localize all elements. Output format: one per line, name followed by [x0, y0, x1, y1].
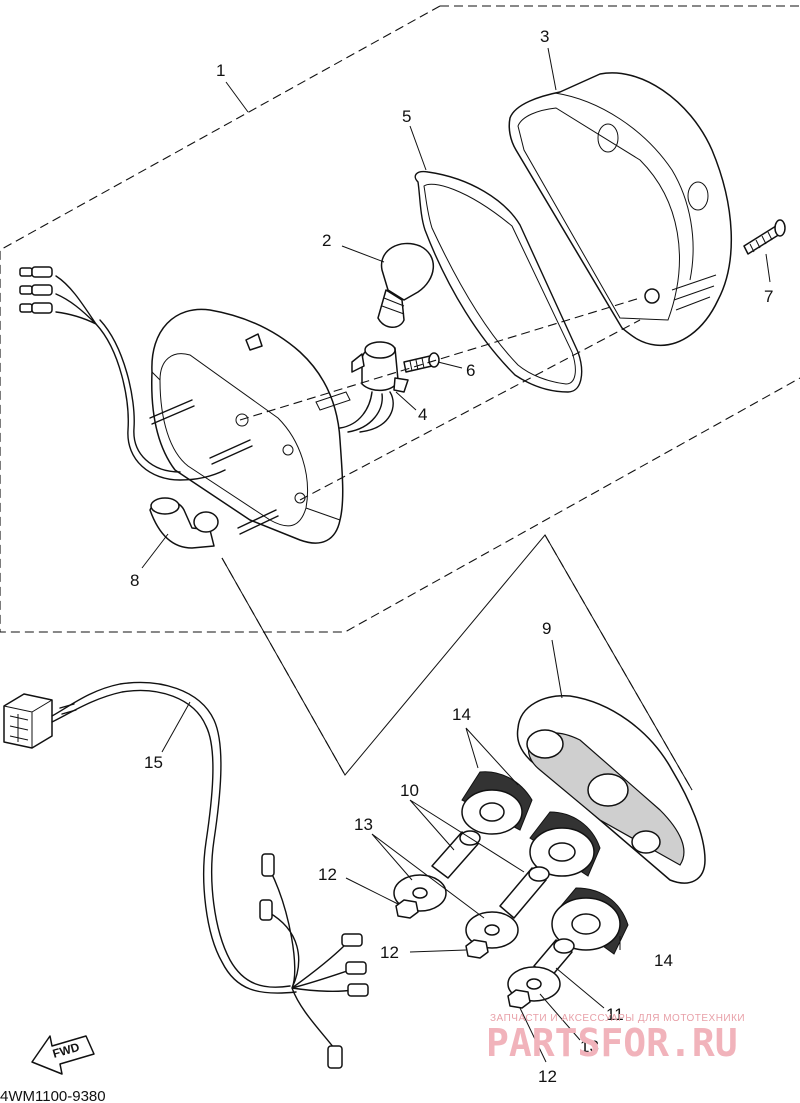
- label-13a: 13: [354, 815, 373, 834]
- base-plate-part-9: [516, 695, 706, 884]
- label-9: 9: [542, 619, 551, 638]
- label-3: 3: [540, 27, 549, 46]
- fwd-arrow-icon: FWD: [31, 1035, 95, 1075]
- label-13b: 13: [580, 1037, 599, 1056]
- label-1: 1: [216, 61, 225, 80]
- label-4: 4: [418, 405, 427, 424]
- cushion-part-14c: [551, 887, 629, 955]
- collar-part-10b: [499, 866, 550, 919]
- screw-part-7: [743, 219, 786, 255]
- label-7: 7: [764, 287, 773, 306]
- cushion-part-14a: [461, 771, 533, 835]
- collar-part-10a: [431, 830, 481, 879]
- nut-part-12b: [465, 939, 489, 959]
- grommet-part-8: [149, 497, 219, 549]
- label-5: 5: [402, 107, 411, 126]
- nut-part-12a: [395, 899, 419, 919]
- bulb-part-2: [377, 242, 435, 328]
- watermark-tagline: ЗАПЧАСТИ И АКСЕССУАРЫ ДЛЯ МОТОТЕХНИКИ: [490, 1013, 745, 1024]
- label-12a: 12: [318, 865, 337, 884]
- leader-lines: [141, 47, 771, 1063]
- label-6: 6: [466, 361, 475, 380]
- label-12b: 12: [380, 943, 399, 962]
- projection-line-solid: [221, 534, 693, 791]
- housing-base: [149, 308, 351, 544]
- socket-part-4: [339, 341, 409, 433]
- label-15: 15: [144, 753, 163, 772]
- screw-part-6: [403, 352, 440, 373]
- connector-pins: [19, 266, 53, 314]
- label-11: 11: [606, 1005, 624, 1024]
- cushion-part-14b: [529, 811, 601, 877]
- label-14a: 14: [452, 705, 471, 724]
- assembly-boundary: [0, 5, 800, 633]
- label-10: 10: [400, 781, 419, 800]
- alignment-lines: [239, 297, 641, 501]
- label-14b: 14: [654, 951, 673, 970]
- watermark-brand: PARTSFOR.RU: [486, 1021, 738, 1065]
- lead-wires: [19, 266, 226, 481]
- label-2: 2: [322, 231, 331, 250]
- nut-part-12c: [507, 989, 531, 1009]
- label-12c: 12: [538, 1067, 557, 1086]
- wire-harness-part-15: [3, 681, 369, 1069]
- gasket-part-5: [414, 170, 583, 393]
- label-8: 8: [130, 571, 139, 590]
- diagram-code: 4WM1100-9380: [0, 1088, 106, 1103]
- washer-part-13b: [465, 911, 519, 949]
